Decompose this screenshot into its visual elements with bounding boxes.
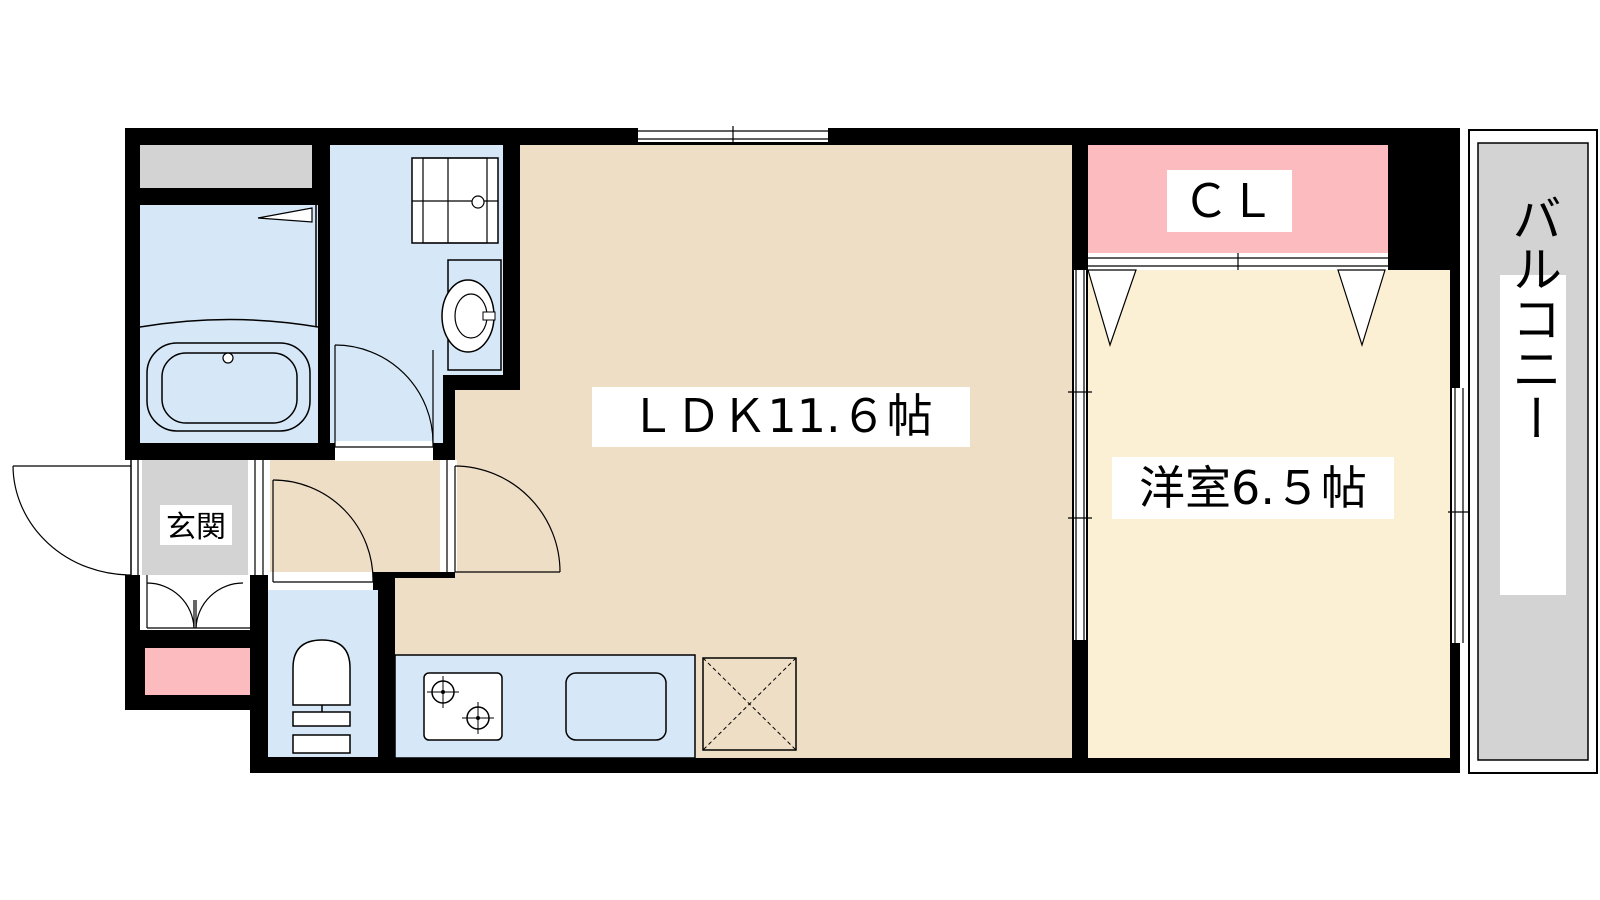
shoe-cabinet-doors (140, 575, 250, 637)
entrance-label: 玄関 (160, 505, 232, 545)
closet-doors (1087, 253, 1388, 348)
kitchen-counter (394, 654, 696, 759)
sliding-door-partition (1068, 270, 1092, 640)
svg-text:ＣＬ: ＣＬ (1183, 174, 1275, 228)
ldk-label: ＬＤＫ11.６帖 (592, 387, 970, 447)
washroom-door (334, 344, 434, 461)
svg-text:ＬＤＫ11.６帖: ＬＤＫ11.６帖 (629, 389, 932, 443)
partition-wall (1072, 145, 1088, 270)
storage-shelf (140, 145, 312, 188)
closet-pillar (1396, 145, 1450, 270)
washbasin (441, 259, 502, 371)
toilet (292, 639, 351, 754)
ldk-room (395, 145, 1072, 758)
entrance-inner-door (248, 460, 270, 575)
top-window (638, 126, 828, 144)
closet-label: ＣＬ (1167, 170, 1292, 232)
washing-machine-space (411, 157, 499, 244)
western-room-label: 洋室6.５帖 (1112, 457, 1394, 519)
balcony-label: バルコニー (1504, 193, 1562, 443)
svg-text:バルコニー: バルコニー (1504, 193, 1562, 443)
balcony (1468, 129, 1598, 774)
svg-text:玄関: 玄関 (166, 510, 226, 545)
toilet-door (268, 479, 374, 590)
svg-text:洋室6.５帖: 洋室6.５帖 (1139, 461, 1367, 515)
partition-wall-lower (1072, 640, 1088, 758)
hallway (270, 460, 442, 572)
ldk-door (440, 460, 561, 573)
refrigerator-space (702, 657, 797, 751)
front-door (12, 460, 142, 576)
balcony-window (1448, 388, 1470, 643)
bathtub (139, 318, 319, 432)
shoe-cabinet (140, 648, 250, 695)
